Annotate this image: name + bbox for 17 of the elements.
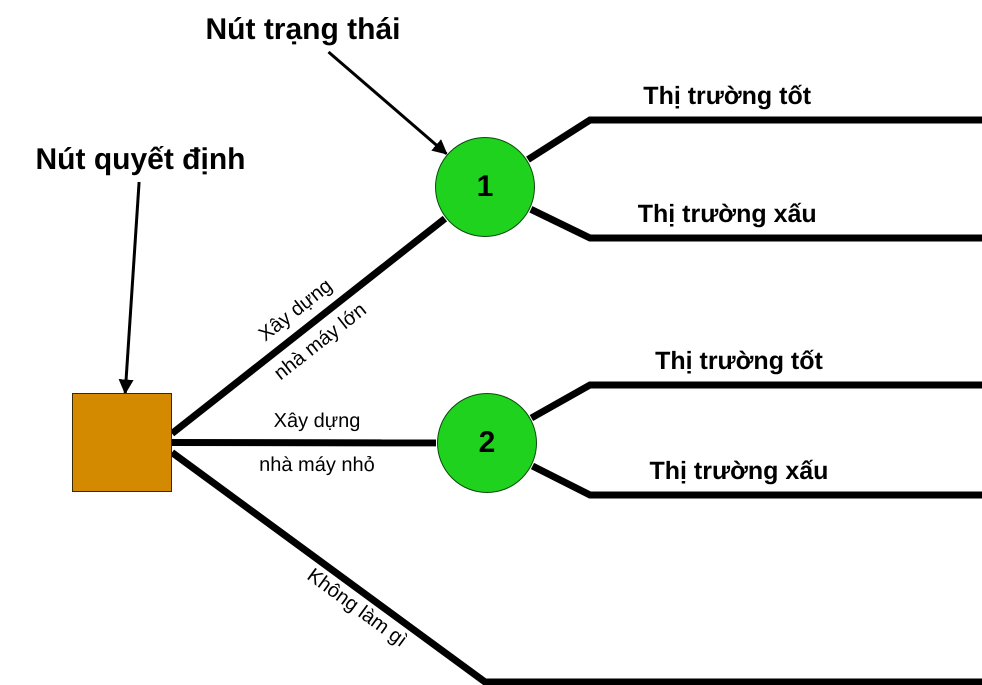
callout-text: Nút trạng thái <box>176 8 430 52</box>
branch-line <box>530 462 982 498</box>
edge-label: Thị trường xấu <box>636 199 818 229</box>
node-number: 2 <box>478 426 496 460</box>
branch-line <box>530 382 982 422</box>
edge-label: Thị trường tốt <box>642 81 812 111</box>
branch-line <box>529 206 982 242</box>
callout-text: Nút quyết định <box>8 138 273 182</box>
decision-node-square <box>72 393 172 492</box>
branch-line <box>526 116 982 163</box>
edge-label: Thị trường tốt <box>654 346 824 376</box>
node-number: 1 <box>476 170 494 204</box>
edge-label: Xây dựng nhà máy nhỏ <box>258 408 376 478</box>
branch-line <box>172 439 436 446</box>
edge-label: Thị trường xấu <box>648 456 830 486</box>
leader-arrow <box>328 50 448 155</box>
leader-arrow <box>118 182 141 394</box>
